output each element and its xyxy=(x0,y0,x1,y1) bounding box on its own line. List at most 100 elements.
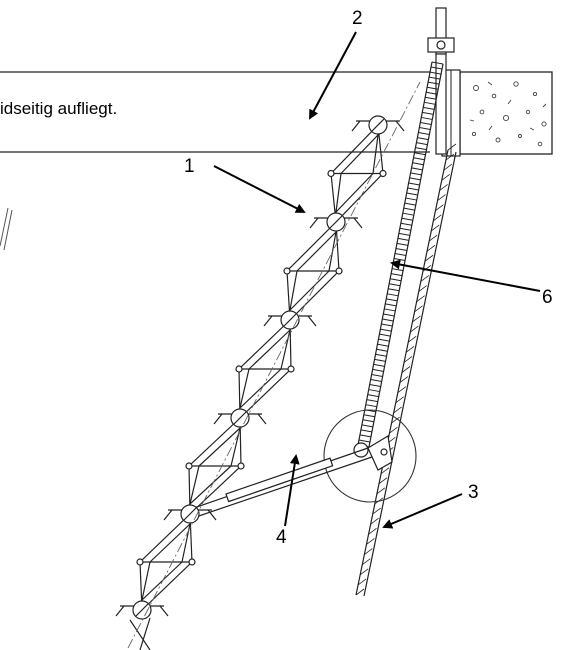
spring-coil xyxy=(428,76,441,80)
ladder-diamond-inner xyxy=(141,522,191,602)
spring-coil xyxy=(367,394,379,398)
spring-coil xyxy=(378,338,390,342)
hatch-tick xyxy=(370,517,379,525)
hinge-mechanism xyxy=(367,435,393,471)
hatch-tick xyxy=(439,184,448,191)
spring-coil xyxy=(424,101,436,105)
spring-coil xyxy=(405,197,417,201)
spring-coil xyxy=(383,313,395,317)
hatch-tick xyxy=(362,558,371,565)
ladder-joint-mark xyxy=(371,118,385,132)
spring-coil xyxy=(389,283,401,287)
spring-coil xyxy=(422,111,434,115)
spring-coil xyxy=(393,258,406,262)
hatch-tick xyxy=(399,376,409,383)
spring-coil xyxy=(375,353,387,357)
ladder-diamond-inner xyxy=(289,230,337,312)
hatch-tick xyxy=(412,315,421,323)
spring-coil xyxy=(359,434,372,438)
ladder-diamond-inner xyxy=(188,426,242,506)
ladder-foot xyxy=(129,617,151,650)
spring-coil xyxy=(396,242,409,246)
ladder-pin xyxy=(185,462,193,470)
spring-coil xyxy=(404,202,416,206)
hatch-tick xyxy=(397,386,407,394)
hatch-tick xyxy=(357,578,367,586)
spring-coil xyxy=(376,348,388,352)
hatch-tick xyxy=(414,305,423,313)
hatch-tick xyxy=(422,265,432,272)
spring-coil xyxy=(370,378,382,382)
spring-coil xyxy=(400,222,412,226)
hatch-tick xyxy=(364,548,373,555)
ladder-joint-mark xyxy=(329,215,343,229)
hatch-tick xyxy=(389,426,398,434)
spring-coil xyxy=(371,373,383,377)
callout-label-6: 6 xyxy=(542,287,553,308)
spring-coil xyxy=(365,404,377,408)
hatch-tick xyxy=(435,204,444,212)
spring-coil xyxy=(426,91,438,95)
spring-coil xyxy=(423,106,435,110)
ladder-pin xyxy=(283,267,291,275)
spring-coil xyxy=(414,152,426,156)
spring-coil xyxy=(380,328,392,332)
spring-coil xyxy=(391,268,404,272)
hatch-tick xyxy=(391,416,400,424)
ladder-centerline xyxy=(127,81,421,649)
spring-coil xyxy=(418,132,430,136)
ladder-pin xyxy=(188,558,196,566)
hatch-tick xyxy=(380,467,390,474)
ladder-pin xyxy=(287,365,295,373)
spring-coil xyxy=(385,303,397,307)
spring-coil xyxy=(431,61,444,65)
hatch-tick xyxy=(368,527,377,535)
spring-coil xyxy=(406,192,418,196)
callout-arrows xyxy=(213,31,541,529)
hatch-tick xyxy=(408,335,417,343)
callout-label-1: 1 xyxy=(184,156,195,177)
spring-coil xyxy=(362,419,374,423)
ladder-joint-mark xyxy=(233,411,247,425)
hatch-tick xyxy=(426,244,436,252)
spring-coil xyxy=(427,86,439,90)
hatch-tick xyxy=(418,285,427,292)
spring-coil xyxy=(394,253,407,256)
spring-coil xyxy=(374,358,386,362)
spring-coil xyxy=(382,318,394,322)
ladder-pin xyxy=(335,267,343,275)
hatch-tick xyxy=(447,143,457,151)
spring-coil xyxy=(391,273,403,277)
ladder-pin xyxy=(136,558,144,566)
spring-coil xyxy=(386,298,398,302)
spring-coil xyxy=(428,81,440,85)
ladder-joint-mark xyxy=(183,507,197,521)
spring-coil xyxy=(412,162,424,166)
spring-coil xyxy=(368,389,380,393)
spring-coil xyxy=(408,182,420,186)
spring-coil xyxy=(413,157,425,161)
ceiling-beam xyxy=(0,71,430,153)
spring-coil xyxy=(399,227,411,231)
ladder-pin xyxy=(235,365,243,373)
ladder-pin xyxy=(327,169,335,178)
scissor-ladder xyxy=(115,115,405,650)
spring-coil xyxy=(420,121,432,125)
hatch-tick xyxy=(393,406,402,414)
spring-coil xyxy=(372,368,384,372)
hatch-tick xyxy=(441,174,450,181)
hatch-tick xyxy=(401,366,411,373)
spring-coil xyxy=(381,323,393,327)
ladder-joint-mark xyxy=(135,603,149,617)
spring-coil xyxy=(419,127,431,131)
spring-coil xyxy=(384,308,396,312)
spring-coil xyxy=(388,288,400,292)
spring-coil xyxy=(373,363,385,367)
hatch-tick xyxy=(395,396,404,404)
hatch-tick xyxy=(403,356,413,363)
hatch-tick xyxy=(445,153,455,161)
hatch-tick xyxy=(433,214,442,222)
spring-coil xyxy=(407,187,419,191)
hatch-tick xyxy=(378,477,388,485)
